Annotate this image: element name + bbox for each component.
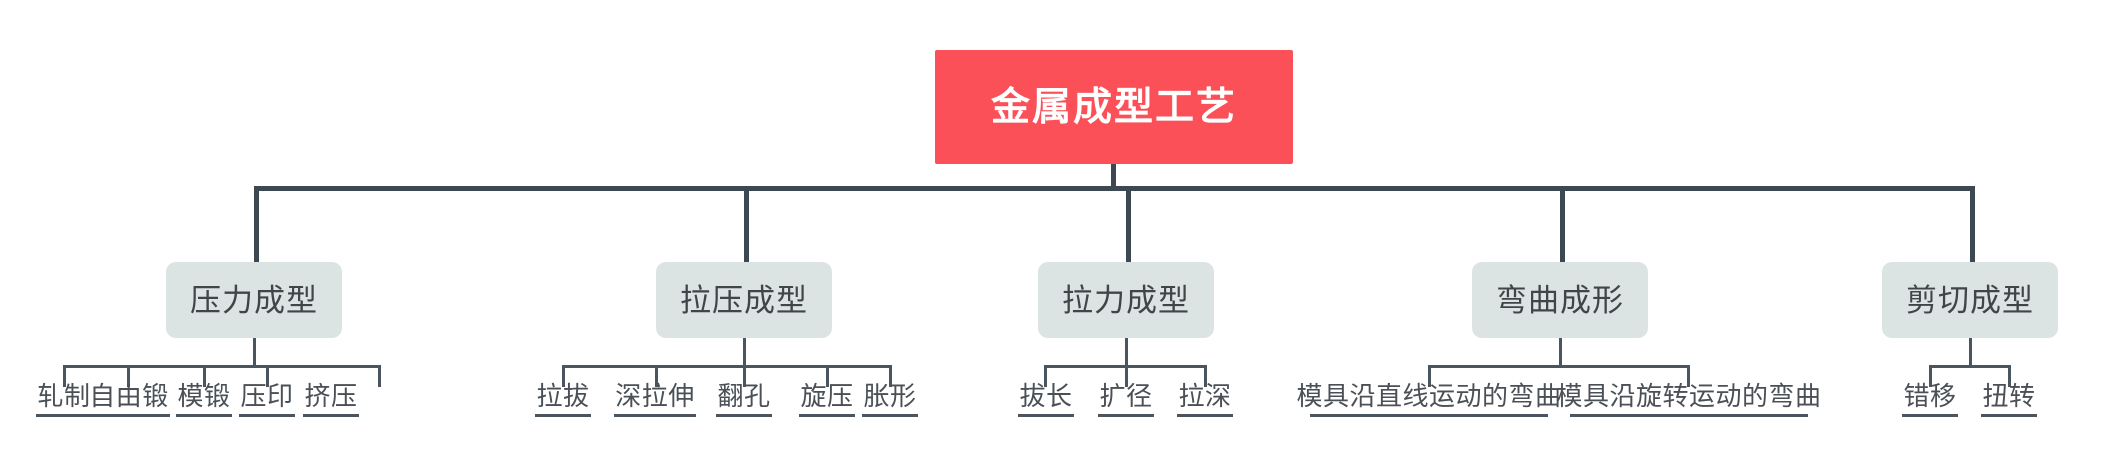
leaf-node[interactable]: 胀形	[862, 381, 918, 418]
connector-group2-leaf-2	[655, 365, 658, 387]
leaf-underline	[176, 414, 232, 418]
leaf-node[interactable]: 挤压	[303, 381, 359, 418]
leaf-node[interactable]: 自由锻	[88, 381, 170, 418]
leaf-node-label: 轧制	[37, 381, 91, 411]
connector-branch-drop-5	[1970, 186, 1975, 264]
branch-node-label: 拉力成型	[1062, 282, 1190, 318]
connector-group3-stem	[1125, 338, 1128, 367]
leaf-underline	[1981, 414, 2037, 418]
leaf-node[interactable]: 模具沿直线运动的弯曲	[1297, 382, 1561, 418]
connector-group1-leaf-1	[63, 365, 66, 387]
leaf-underline	[1098, 414, 1154, 418]
leaf-node-label: 翻孔	[717, 381, 771, 411]
connector-group2-leaf-3	[743, 365, 746, 387]
leaf-node-label: 深拉伸	[615, 381, 695, 411]
leaf-underline	[239, 414, 295, 418]
connector-group2-leaf-4	[826, 365, 829, 387]
leaf-node[interactable]: 压印	[239, 381, 295, 418]
leaf-node-label: 胀形	[863, 381, 917, 411]
leaf-underline	[614, 414, 696, 418]
leaf-node[interactable]: 旋压	[799, 381, 855, 418]
leaf-underline	[1018, 414, 1074, 418]
leaf-underline	[1902, 414, 1958, 418]
connector-group1-bus	[63, 365, 381, 368]
branch-node-label: 拉压成型	[680, 282, 808, 318]
leaf-node-label: 自由锻	[89, 381, 169, 411]
leaf-node-label: 挤压	[304, 381, 358, 411]
branch-node-label: 弯曲成形	[1496, 282, 1624, 318]
connector-group2-leaf-1	[562, 365, 565, 387]
leaf-node-label: 模具沿旋转运动的弯曲	[1556, 381, 1822, 411]
leaf-underline	[88, 414, 170, 418]
leaf-underline	[716, 414, 772, 418]
connector-group2-leaf-5	[889, 365, 892, 387]
connector-group3-leaf-1	[1044, 365, 1047, 387]
leaf-node-label: 扭转	[1982, 381, 2036, 411]
branch-node-bending-forming[interactable]: 弯曲成形	[1472, 262, 1648, 338]
leaf-node[interactable]: 轧制	[36, 381, 92, 418]
connector-main-bus	[254, 186, 1975, 191]
connector-group4-stem	[1559, 338, 1562, 367]
leaf-node[interactable]: 拉拔	[535, 381, 591, 418]
leaf-node[interactable]: 模锻	[176, 381, 232, 418]
leaf-node-label: 模锻	[177, 381, 231, 411]
leaf-underline	[535, 414, 591, 418]
leaf-underline	[1310, 414, 1548, 418]
branch-node-pressure-forming[interactable]: 压力成型	[166, 262, 342, 338]
root-node-metal-forming[interactable]: 金属成型工艺	[935, 50, 1293, 164]
branch-node-shear-forming[interactable]: 剪切成型	[1882, 262, 2058, 338]
leaf-node[interactable]: 深拉伸	[614, 381, 696, 418]
leaf-node[interactable]: 错移	[1902, 381, 1958, 418]
connector-branch-drop-3	[1126, 186, 1131, 264]
connector-group4-leaf-2	[1687, 365, 1690, 387]
connector-group1-leaf-4	[266, 365, 269, 387]
leaf-underline	[36, 414, 92, 418]
branch-node-label: 压力成型	[190, 282, 318, 318]
branch-node-label: 剪切成型	[1906, 282, 2034, 318]
leaf-node-label: 拔长	[1019, 381, 1073, 411]
connector-group3-leaf-3	[1204, 365, 1207, 387]
connector-group3-leaf-2	[1125, 365, 1128, 387]
leaf-underline	[303, 414, 359, 418]
leaf-node-label: 拉拔	[536, 381, 590, 411]
leaf-node[interactable]: 模具沿旋转运动的弯曲	[1557, 382, 1821, 418]
leaf-underline	[1570, 414, 1808, 418]
connector-group1-leaf-2	[127, 365, 130, 387]
connector-branch-drop-1	[254, 186, 259, 264]
branch-node-tension-compression-forming[interactable]: 拉压成型	[656, 262, 832, 338]
leaf-node[interactable]: 扭转	[1981, 381, 2037, 418]
leaf-underline	[1177, 414, 1233, 418]
leaf-underline	[862, 414, 918, 418]
connector-group5-leaf-2	[2008, 365, 2011, 387]
connector-group5-leaf-1	[1929, 365, 1932, 387]
connector-root-stem	[1111, 164, 1116, 190]
connector-group2-bus	[562, 365, 892, 368]
connector-group5-stem	[1969, 338, 1972, 367]
leaf-node-label: 扩径	[1099, 381, 1153, 411]
leaf-node-label: 压印	[240, 381, 294, 411]
connector-branch-drop-2	[744, 186, 749, 264]
connector-group1-leaf-5	[378, 365, 381, 387]
connector-group2-stem	[743, 338, 746, 367]
connector-group5-bus	[1929, 365, 2011, 368]
root-node-label: 金属成型工艺	[990, 85, 1237, 129]
connector-branch-drop-4	[1560, 186, 1565, 264]
connector-group1-stem	[253, 338, 256, 367]
leaf-node-label: 拉深	[1178, 381, 1232, 411]
leaf-node[interactable]: 拔长	[1018, 381, 1074, 418]
branch-node-tensile-forming[interactable]: 拉力成型	[1038, 262, 1214, 338]
connector-group4-leaf-1	[1428, 365, 1431, 387]
leaf-node-label: 旋压	[800, 381, 854, 411]
leaf-node-label: 模具沿直线运动的弯曲	[1296, 381, 1562, 411]
leaf-node[interactable]: 翻孔	[716, 381, 772, 418]
leaf-node-label: 错移	[1903, 381, 1957, 411]
leaf-node[interactable]: 拉深	[1177, 381, 1233, 418]
connector-group1-leaf-3	[203, 365, 206, 387]
connector-group4-bus	[1428, 365, 1690, 368]
leaf-node[interactable]: 扩径	[1098, 381, 1154, 418]
leaf-underline	[799, 414, 855, 418]
